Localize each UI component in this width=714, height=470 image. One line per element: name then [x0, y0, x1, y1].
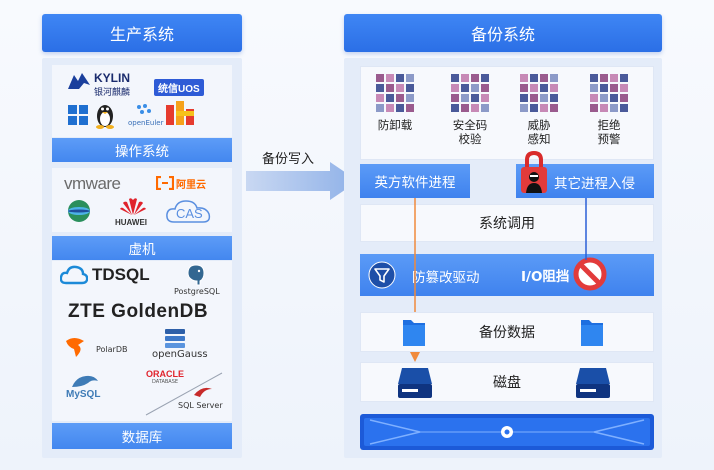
hacker-lock-icon: [521, 150, 547, 193]
kylin-icon: [68, 73, 90, 89]
linux-penguin-icon: [96, 105, 114, 129]
tdsql-cloud-icon: [60, 265, 88, 285]
polardb-text: PolarDB: [96, 345, 128, 354]
vm-label: 虚机: [128, 242, 156, 258]
sqlserver-icon: [194, 387, 212, 397]
folder-icon-right: [581, 320, 603, 346]
db-divider-line: [145, 372, 223, 416]
db-logos: TDSQL PostgreSQL ZTE GoldenDB PolarDB op…: [52, 261, 232, 421]
globe-icon: [68, 200, 90, 222]
windows-icon: [68, 105, 88, 125]
backup-write-label: 备份写入: [262, 152, 315, 167]
openeuler-icon: [137, 104, 151, 114]
disk-drive-icon-right: [576, 368, 610, 398]
vm-logos: vmware 阿里云 HUAWEI CAS: [52, 168, 232, 232]
kylin-logo: [66, 71, 92, 95]
syscall-label: 系统调用: [479, 216, 535, 232]
security-code-icon: [451, 74, 489, 112]
disk-label: 磁盘: [493, 375, 521, 391]
db-label-bar: 数据库: [52, 423, 232, 449]
feature-threat-awareness-line1: 威胁: [527, 118, 551, 132]
mysql-dolphin-icon: [72, 375, 98, 387]
feature-anti-uninstall-label: 防卸载: [377, 118, 413, 132]
filter-icon: [368, 261, 396, 289]
backup-system-header: 备份系统: [344, 14, 662, 52]
io-block-label: I/O阻挡: [521, 269, 570, 285]
driver-label: 防篡改驱动: [412, 270, 480, 286]
os-label: 操作系统: [115, 144, 169, 160]
sqlserver-text: SQL Server: [178, 401, 223, 410]
aliyun-icon: [156, 176, 174, 190]
kylin-text: KYLIN: [94, 71, 130, 85]
opengauss-text: openGauss: [152, 349, 208, 360]
production-system-header: 生产系统: [42, 14, 242, 52]
threat-awareness-icon: [520, 74, 558, 112]
oracle-text: ORACLE: [146, 369, 184, 379]
postgresql-text: PostgreSQL: [174, 287, 220, 296]
disk-drive-icon-left: [398, 368, 432, 398]
feature-security-code: 安全码 校验: [430, 74, 510, 146]
backup-system-title: 备份系统: [470, 25, 535, 44]
aliyun-text: 阿里云: [176, 180, 206, 191]
distro-block-logo-icon: [166, 101, 194, 125]
feature-threat-awareness-line2: 感知: [527, 132, 551, 146]
os-label-bar: 操作系统: [52, 138, 232, 162]
feature-security-code-line2: 校验: [458, 132, 482, 146]
feature-reject-alert-line2: 预警: [597, 132, 621, 146]
cas-text: CAS: [176, 206, 203, 221]
openeuler-text: openEuler: [128, 119, 164, 127]
db-label: 数据库: [121, 430, 163, 446]
oracle-database-text: DATABASE: [152, 379, 179, 385]
mysql-text: MySQL: [66, 389, 101, 400]
other-process-label: 其它进程入侵: [554, 176, 635, 192]
own-process-box: 英方软件进程: [360, 164, 470, 198]
production-system-title: 生产系统: [109, 25, 174, 44]
syscall-band: 系统调用: [360, 204, 654, 242]
own-process-flow-arrowhead: [410, 352, 420, 362]
cas-cloud-icon: [166, 200, 211, 223]
no-entry-icon: [573, 257, 607, 291]
backup-data-label: 备份数据: [479, 325, 535, 341]
feature-reject-alert: 拒绝 预警: [569, 74, 649, 146]
os-logos: KYLIN 银河麒麟 统信UOS openEuler: [52, 65, 232, 137]
zte-goldendb-text: ZTE GoldenDB: [68, 301, 209, 322]
postgresql-elephant-icon: [187, 264, 205, 286]
folder-icon-left: [403, 320, 425, 346]
feature-threat-awareness: 威胁 感知: [499, 74, 579, 146]
backup-write-arrow: [246, 162, 358, 200]
huawei-text: HUAWEI: [115, 218, 147, 227]
feature-reject-alert-line1: 拒绝: [597, 118, 621, 132]
kylin-sub-text: 银河麒麟: [94, 88, 131, 98]
opengauss-icon: [165, 329, 185, 348]
vm-label-bar: 虚机: [52, 236, 232, 260]
vmware-logo: vmware: [64, 174, 121, 193]
feature-anti-uninstall: 防卸载: [355, 74, 435, 132]
tdsql-text: TDSQL: [92, 265, 150, 284]
reject-alert-icon: [590, 74, 628, 112]
polardb-icon: [66, 338, 84, 357]
uos-logo: 统信UOS: [154, 79, 204, 96]
storage-server-icon: [360, 414, 654, 450]
feature-security-code-line1: 安全码: [452, 118, 488, 132]
anti-uninstall-icon: [376, 74, 414, 112]
huawei-icon: [120, 198, 146, 215]
own-process-label: 英方软件进程: [374, 175, 456, 191]
